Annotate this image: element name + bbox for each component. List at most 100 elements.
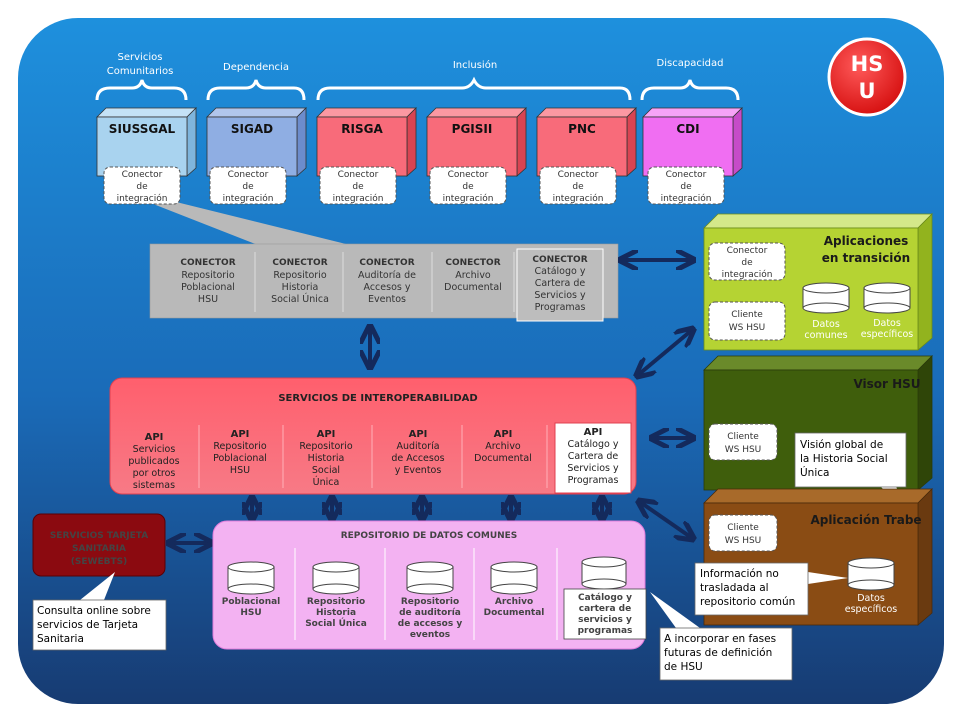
database-icon bbox=[581, 556, 627, 590]
svg-text:Archivo: Archivo bbox=[455, 270, 491, 281]
svg-text:Conector: Conector bbox=[228, 170, 269, 180]
svg-text:Archivo: Archivo bbox=[485, 441, 521, 452]
connector-bar: CONECTOR Repositorio Poblacional HSU CON… bbox=[149, 243, 619, 322]
svg-text:Servicios y: Servicios y bbox=[567, 463, 619, 474]
svg-text:de: de bbox=[462, 182, 474, 192]
svg-text:WS HSU: WS HSU bbox=[729, 323, 766, 333]
svg-text:Documental: Documental bbox=[474, 453, 532, 464]
connector-tag-siussgal: Conector de integración bbox=[103, 166, 181, 205]
arrow-interop-transicion bbox=[638, 330, 692, 375]
svg-text:Catálogo y: Catálogo y bbox=[535, 266, 586, 277]
svg-text:en transición: en transición bbox=[822, 251, 910, 265]
repo-historia: Repositorio Historia Social Única bbox=[305, 561, 367, 629]
svg-text:API: API bbox=[494, 429, 513, 440]
svg-text:Conector: Conector bbox=[727, 246, 768, 256]
system-box-pgisii: PGISII bbox=[426, 107, 527, 177]
group-inclusion: Inclusión bbox=[453, 59, 497, 71]
system-box-pnc: PNC bbox=[536, 107, 637, 177]
svg-text:A incorporar en fases: A incorporar en fases bbox=[664, 633, 776, 645]
connector-repositorio-historia: CONECTOR Repositorio Historia Social Úni… bbox=[271, 258, 329, 305]
brace-inclusion bbox=[316, 76, 632, 101]
svg-text:Catálogo y: Catálogo y bbox=[568, 439, 619, 450]
svg-text:de: de bbox=[680, 182, 692, 192]
svg-text:integración: integración bbox=[333, 193, 384, 204]
svg-text:Aplicaciones: Aplicaciones bbox=[824, 234, 909, 248]
badge-line-1: HS bbox=[851, 52, 884, 76]
svg-text:Consulta online sobre: Consulta online sobre bbox=[37, 605, 151, 617]
visor-note: Visión global de la Historia Social Únic… bbox=[794, 432, 907, 510]
brace-comunitarios bbox=[95, 79, 188, 101]
svg-text:Cliente: Cliente bbox=[727, 432, 759, 442]
system-box-siussgal: SIUSSGAL bbox=[96, 107, 197, 177]
svg-text:Archivo: Archivo bbox=[495, 597, 533, 607]
svg-text:Sanitaria: Sanitaria bbox=[37, 633, 84, 645]
svg-text:Conector: Conector bbox=[338, 170, 379, 180]
svg-text:Conector: Conector bbox=[122, 170, 163, 180]
callout-wedge bbox=[143, 198, 350, 245]
system-box-cdi: CDI bbox=[642, 107, 743, 177]
interop-box: SERVICIOS DE INTEROPERABILIDAD API Servi… bbox=[109, 377, 637, 495]
svg-text:CONECTOR: CONECTOR bbox=[180, 258, 235, 268]
svg-text:servicios de Tarjeta: servicios de Tarjeta bbox=[37, 619, 138, 631]
svg-text:Social: Social bbox=[312, 465, 340, 476]
app-trabe-box: Aplicación Trabe Cliente WS HSU Datos es… bbox=[694, 488, 933, 626]
svg-text:Social Única: Social Única bbox=[305, 617, 367, 629]
svg-text:Cartera de: Cartera de bbox=[535, 278, 586, 289]
svg-text:HSU: HSU bbox=[230, 465, 250, 476]
connector-tag-risga: Conector de integración bbox=[319, 166, 397, 205]
svg-text:Poblacional: Poblacional bbox=[222, 597, 281, 607]
connector-catalogo: CONECTOR Catálogo y Cartera de Servicios… bbox=[516, 248, 604, 322]
svg-text:Información no: Información no bbox=[700, 568, 779, 580]
svg-text:SERVICIOS TARJETA: SERVICIOS TARJETA bbox=[50, 531, 148, 541]
svg-text:la Historia Social: la Historia Social bbox=[800, 453, 888, 465]
svg-text:WS HSU: WS HSU bbox=[725, 536, 762, 546]
svg-text:CONECTOR: CONECTOR bbox=[445, 258, 500, 268]
svg-text:Catálogo y: Catálogo y bbox=[578, 593, 632, 603]
svg-text:publicados: publicados bbox=[128, 456, 179, 467]
db-trabe-line-1: Datos bbox=[857, 593, 885, 604]
connector-auditoria: CONECTOR Auditoría de Accesos y Eventos bbox=[358, 258, 416, 305]
svg-text:Cliente: Cliente bbox=[731, 310, 763, 320]
svg-text:eventos: eventos bbox=[410, 630, 450, 640]
svg-text:por otros: por otros bbox=[133, 468, 176, 479]
group-comunitarios-line-1: Servicios bbox=[118, 52, 163, 63]
svg-text:Repositorio: Repositorio bbox=[299, 441, 353, 452]
badge-line-2: U bbox=[858, 79, 875, 103]
trabe-client-tag: Cliente WS HSU bbox=[708, 514, 778, 552]
db-datos-comunes-line-1: Datos bbox=[812, 319, 840, 330]
svg-text:integración: integración bbox=[722, 269, 773, 280]
system-label: PGISII bbox=[452, 122, 493, 136]
svg-text:Repositorio: Repositorio bbox=[307, 597, 365, 607]
database-icon bbox=[227, 561, 275, 595]
svg-text:integración: integración bbox=[117, 193, 168, 204]
database-icon bbox=[312, 561, 360, 595]
svg-text:trasladada al: trasladada al bbox=[700, 582, 769, 594]
svg-text:Única: Única bbox=[313, 476, 340, 488]
svg-text:Aplicación Trabe: Aplicación Trabe bbox=[810, 513, 921, 527]
svg-text:Auditoría: Auditoría bbox=[396, 441, 439, 452]
svg-text:Cartera de: Cartera de bbox=[568, 451, 619, 462]
transicion-client-tag: Cliente WS HSU bbox=[708, 301, 786, 341]
svg-text:CONECTOR: CONECTOR bbox=[532, 255, 587, 265]
arrow-interop-trabe bbox=[640, 502, 692, 538]
app-transicion-box: Aplicaciones en transición Conector de i… bbox=[703, 213, 933, 351]
svg-text:API: API bbox=[584, 427, 603, 438]
group-comunitarios-line-2: Comunitarios bbox=[107, 66, 174, 77]
svg-text:Poblacional: Poblacional bbox=[181, 282, 235, 293]
connector-tag-cdi: Conector de integración bbox=[647, 166, 725, 205]
svg-text:de accesos y: de accesos y bbox=[398, 619, 463, 629]
svg-text:repositorio común: repositorio común bbox=[700, 596, 795, 608]
svg-text:Repositorio: Repositorio bbox=[213, 441, 267, 452]
api-repositorio-historia: API Repositorio Historia Social Única bbox=[299, 429, 353, 488]
svg-text:Servicios: Servicios bbox=[133, 444, 176, 455]
svg-text:CONECTOR: CONECTOR bbox=[272, 258, 327, 268]
repositorio-title: REPOSITORIO DE DATOS COMUNES bbox=[341, 531, 518, 541]
svg-text:integración: integración bbox=[223, 193, 274, 204]
transicion-connector-tag: Conector de integración bbox=[708, 242, 786, 281]
svg-text:de: de bbox=[741, 258, 753, 268]
brace-discapacidad bbox=[640, 79, 740, 101]
svg-text:Social Única: Social Única bbox=[271, 293, 329, 305]
svg-text:Historia: Historia bbox=[308, 453, 345, 464]
api-repositorio-poblacional: API Repositorio Poblacional HSU bbox=[213, 429, 267, 476]
svg-text:integración: integración bbox=[661, 193, 712, 204]
